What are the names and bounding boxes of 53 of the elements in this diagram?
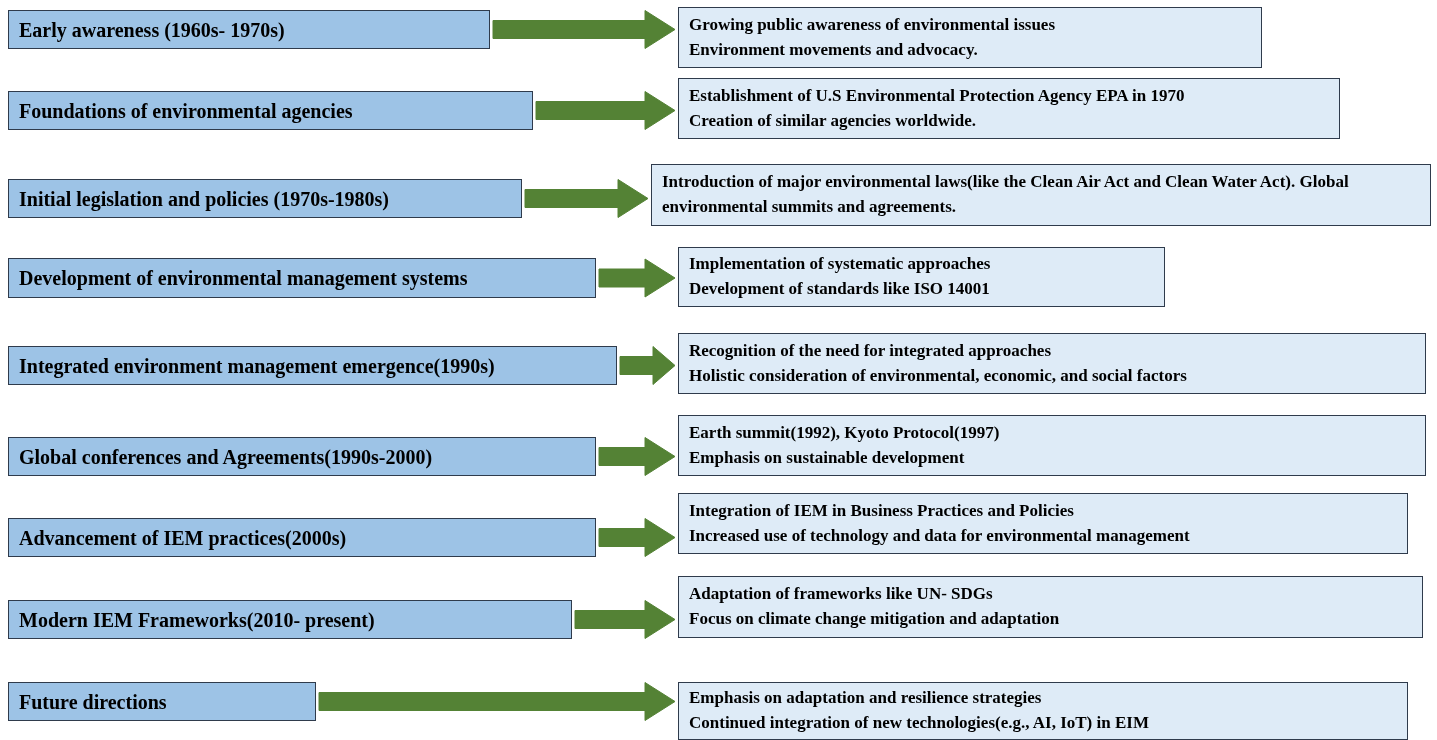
arrow bbox=[574, 600, 676, 639]
detail-box bbox=[678, 493, 1408, 554]
phase-title: Development of environmental management systems bbox=[19, 267, 469, 289]
phase-title: Initial legislation and policies (1970s-1980s) bbox=[19, 187, 391, 210]
phase-title: Global conferences and Agreements(1990s-2000) bbox=[19, 445, 434, 468]
detail-text: Earth summit(1992), Kyoto Protocol(1997) bbox=[689, 421, 1001, 444]
detail-box bbox=[678, 247, 1165, 307]
phase-title: Modern IEM Frameworks(2010- present) bbox=[19, 608, 376, 631]
phase-title: Future directions bbox=[19, 690, 168, 713]
detail-text: Focus on climate change mitigation and adaptation bbox=[689, 608, 1061, 630]
phase-box bbox=[8, 518, 596, 557]
phase-title: Foundations of environmental agencies bbox=[19, 99, 354, 122]
detail-text: Emphasis on adaptation and resilience strategies bbox=[689, 687, 1043, 710]
phase-box bbox=[8, 179, 522, 218]
detail-text: Recognition of the need for integrated approaches bbox=[689, 339, 1052, 362]
arrow bbox=[492, 10, 676, 49]
detail-text: Establishment of U.S Environmental Protection Agency EPA in 1970 bbox=[689, 84, 1186, 107]
detail-text: Holistic consideration of environmental, economic, and social factors bbox=[689, 364, 1188, 387]
detail-text: Growing public awareness of environmental issues bbox=[689, 13, 1056, 36]
phase-box bbox=[8, 682, 316, 721]
arrow bbox=[535, 91, 676, 130]
detail-text: Development of standards like ISO 14001 bbox=[689, 278, 991, 300]
detail-text: Increased use of technology and data for environmental management bbox=[689, 524, 1191, 547]
arrow bbox=[524, 179, 649, 218]
phase-box bbox=[8, 91, 533, 130]
detail-text: Introduction of major environmental laws(like the Clean Air Act and Clean Water Act). Global environmental summits and agreements. bbox=[662, 171, 1350, 218]
arrow bbox=[598, 437, 676, 476]
phase-box bbox=[8, 346, 617, 385]
detail-text: Emphasis on sustainable development bbox=[689, 446, 966, 469]
detail-box bbox=[678, 333, 1426, 394]
arrow bbox=[619, 346, 676, 385]
detail-text: Continued integration of new technologies(e.g., AI, IoT) in EIM bbox=[689, 712, 1150, 734]
detail-box bbox=[678, 78, 1340, 139]
detail-text: Creation of similar agencies worldwide. bbox=[689, 109, 977, 132]
detail-box bbox=[678, 415, 1426, 476]
detail-text: Integration of IEM in Business Practices and Policies bbox=[689, 499, 1075, 522]
detail-box bbox=[651, 164, 1431, 226]
detail-text: Implementation of systematic approaches bbox=[689, 253, 992, 276]
detail-box bbox=[678, 7, 1262, 68]
detail-text: Environment movements and advocacy. bbox=[689, 38, 979, 61]
phase-box bbox=[8, 10, 490, 49]
arrow bbox=[598, 258, 676, 298]
phase-box bbox=[8, 258, 596, 298]
arrow bbox=[598, 518, 676, 557]
detail-text: Adaptation of frameworks like UN- SDGs bbox=[689, 583, 994, 606]
arrow bbox=[318, 682, 676, 721]
phase-title: Integrated environment management emergence(1990s) bbox=[19, 354, 496, 377]
phase-box bbox=[8, 600, 572, 639]
detail-box bbox=[678, 576, 1423, 638]
detail-box bbox=[678, 682, 1408, 740]
phase-box bbox=[8, 437, 596, 476]
phase-title: Advancement of IEM practices(2000s) bbox=[19, 526, 348, 549]
phase-title: Early awareness (1960s- 1970s) bbox=[19, 18, 286, 41]
